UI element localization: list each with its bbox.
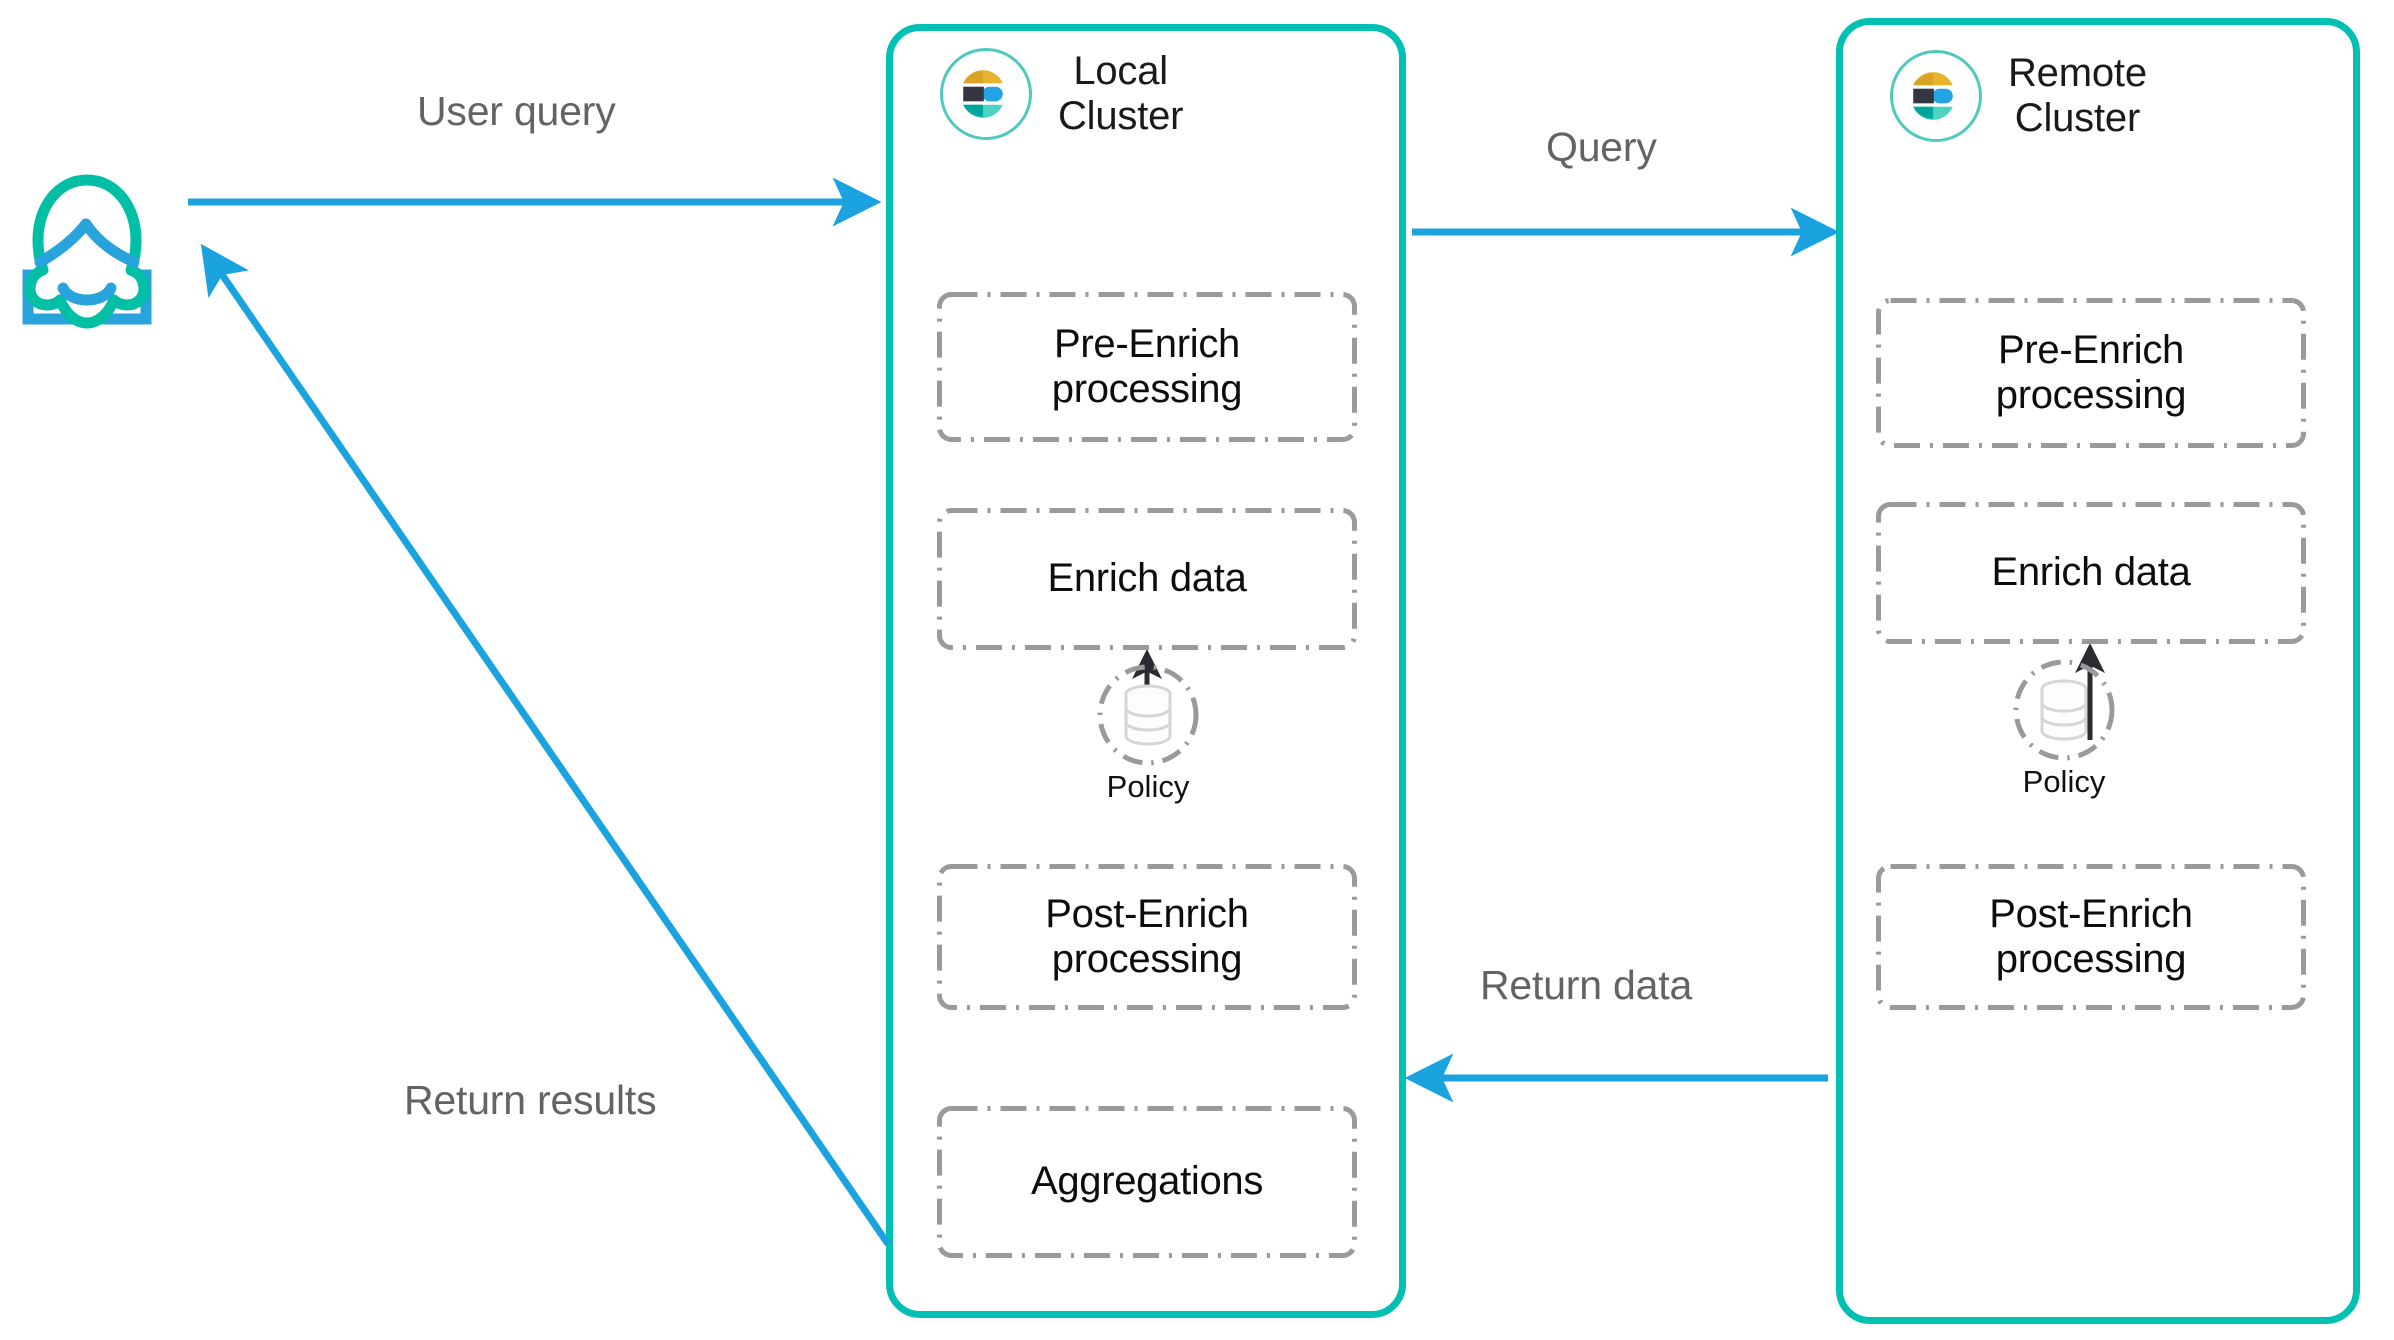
- database-icon: [2004, 650, 2124, 770]
- stage-label: Pre-Enrich processing: [1051, 321, 1243, 411]
- stage-label: Post-Enrich processing: [1045, 891, 1249, 981]
- stage-box-remote-post-enrich: Post-Enrich processing: [1876, 864, 2306, 1010]
- remote-cluster-header: Remote Cluster: [1890, 50, 2147, 142]
- stage-box-local-pre-enrich: Pre-Enrich processing: [937, 292, 1357, 442]
- local-cluster-header: Local Cluster: [940, 48, 1184, 140]
- stage-label: Enrich data: [1047, 556, 1247, 601]
- stage-label: Post-Enrich processing: [1989, 891, 2193, 981]
- stage-label: Enrich data: [1991, 550, 2191, 595]
- remote-policy-group: Policy: [1984, 650, 2144, 800]
- stage-box-remote-enrich: Enrich data: [1876, 502, 2306, 644]
- elastic-logo-icon: [1890, 50, 1982, 142]
- local-policy-group: Policy: [1068, 655, 1228, 805]
- policy-label: Policy: [2022, 764, 2106, 799]
- flow-label-return-results: Return results: [404, 1077, 657, 1123]
- database-icon: [1088, 655, 1208, 775]
- stage-box-local-post-enrich: Post-Enrich processing: [937, 864, 1357, 1010]
- user-avatar-icon: [22, 174, 152, 329]
- stage-box-local-aggregations: Aggregations: [937, 1106, 1357, 1258]
- stage-label: Pre-Enrich processing: [1995, 327, 2187, 417]
- stage-label: Aggregations: [1030, 1159, 1264, 1204]
- local-cluster-title: Local Cluster: [1058, 49, 1184, 138]
- remote-cluster-title: Remote Cluster: [2008, 51, 2147, 140]
- stage-box-remote-pre-enrich: Pre-Enrich processing: [1876, 298, 2306, 448]
- flow-label-query: Query: [1546, 124, 1657, 170]
- stage-box-local-enrich: Enrich data: [937, 508, 1357, 650]
- flow-label-return-data: Return data: [1480, 962, 1693, 1008]
- elastic-logo-icon: [940, 48, 1032, 140]
- flow-label-user-query: User query: [417, 88, 616, 134]
- policy-label: Policy: [1106, 769, 1190, 804]
